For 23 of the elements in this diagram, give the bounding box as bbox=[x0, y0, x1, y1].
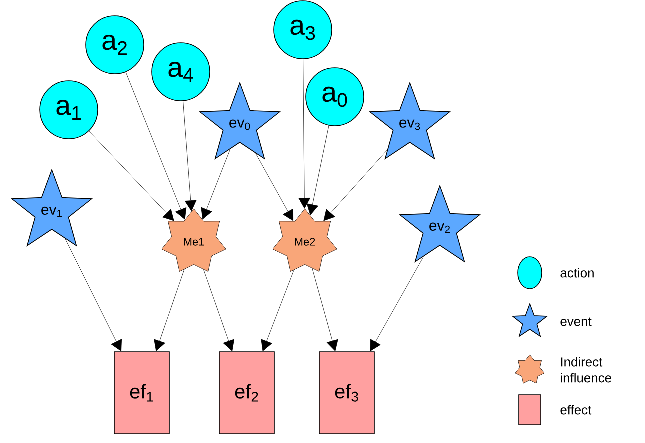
influence-star: Me2 bbox=[272, 208, 338, 272]
arrow bbox=[306, 126, 330, 216]
legend-label: event bbox=[560, 318, 592, 326]
arrow bbox=[298, 59, 310, 209]
arrow bbox=[370, 256, 424, 352]
arrow bbox=[256, 153, 294, 222]
arrow bbox=[324, 150, 388, 222]
legend-label: effect bbox=[560, 405, 592, 415]
arrow bbox=[89, 131, 174, 222]
effect-box: ef$_{1}$ bbox=[114, 352, 170, 434]
effect-box: ef$_{3}$ bbox=[319, 352, 375, 434]
arrow bbox=[126, 72, 187, 220]
legend-label: action bbox=[560, 268, 594, 278]
arrow bbox=[65, 238, 122, 352]
arrow bbox=[312, 268, 338, 352]
arrow bbox=[183, 101, 197, 212]
arrow bbox=[154, 269, 185, 352]
arrow bbox=[201, 149, 231, 220]
arrow bbox=[261, 270, 294, 352]
arrow bbox=[204, 270, 234, 352]
influence-star: Me1 bbox=[162, 208, 226, 272]
legend-label: Indirect influence bbox=[561, 357, 612, 383]
effect-box: ef$_{2}$ bbox=[219, 352, 275, 434]
